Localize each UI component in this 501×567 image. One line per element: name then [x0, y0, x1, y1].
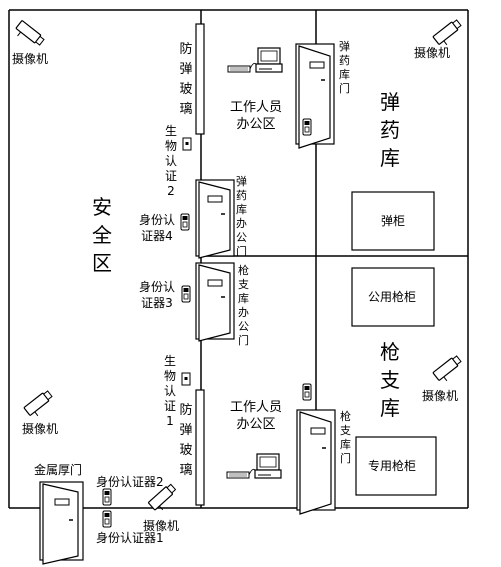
door-metal	[39, 481, 84, 565]
ammo-office-door-label: 弹药库办公门	[236, 175, 247, 258]
gun-office-door-label: 枪支库办公门	[238, 264, 249, 347]
door-ammo-store	[295, 43, 335, 149]
bulletproof-glass-label: 防弹玻璃	[179, 42, 193, 117]
id-reader-icon	[102, 488, 112, 506]
camera-label: 摄像机	[12, 52, 49, 66]
glass-panels	[195, 23, 205, 506]
bio-auth-2-label: 生物认证2	[165, 124, 178, 198]
staff-office-label: 工作人员办公区	[229, 400, 282, 432]
public-gun-cabinet-label: 公用枪柜	[368, 290, 417, 304]
camera-label: 摄像机	[414, 46, 451, 60]
computer-icon	[227, 47, 283, 73]
outer-walls	[8, 9, 469, 509]
ammo-store-title: 弹药库	[380, 90, 400, 170]
metal-door-label: 金属厚门	[34, 463, 83, 477]
bulletproof-glass-label: 防弹玻璃	[179, 403, 193, 478]
id-auth-4-label: 身份认证器4	[138, 213, 175, 243]
id-reader-icon	[302, 118, 312, 136]
biometric-reader-icon	[181, 372, 191, 386]
bio-auth-1-label: 生物认证1	[164, 354, 177, 428]
ammo-cabinet-label: 弹柜	[381, 214, 406, 228]
id-reader-icon	[102, 510, 112, 528]
camera-icon	[432, 354, 466, 386]
cabinets	[351, 191, 437, 496]
staff-office-label: 工作人员办公区	[229, 100, 282, 132]
id-reader-icon	[181, 285, 191, 303]
id-auth-3-label: 身份认证器3	[138, 280, 175, 310]
computer-icon	[226, 453, 282, 479]
private-gun-cabinet-label: 专用枪柜	[368, 459, 417, 473]
door-ammo-office	[195, 179, 235, 259]
ammo-store-door-label: 弹药库门	[339, 40, 350, 95]
camera-label: 摄像机	[143, 519, 180, 533]
id-reader-icon	[180, 213, 190, 231]
camera-label: 摄像机	[22, 422, 59, 436]
safe-zone-title: 安全区	[92, 195, 112, 275]
id-auth-2-label: 身份认证器2	[96, 475, 164, 489]
gun-store-title: 枪支库	[380, 340, 400, 420]
camera-icon	[23, 389, 57, 421]
door-gun-office	[195, 262, 235, 342]
biometric-reader-icon	[182, 137, 192, 151]
camera-icon	[12, 19, 46, 51]
gun-store-door-label: 枪支库门	[340, 410, 351, 465]
camera-icon	[432, 18, 466, 50]
camera-label: 摄像机	[422, 389, 459, 403]
door-gun-store	[296, 409, 336, 515]
id-auth-1-label: 身份认证器1	[96, 531, 164, 545]
id-reader-icon	[302, 383, 312, 401]
